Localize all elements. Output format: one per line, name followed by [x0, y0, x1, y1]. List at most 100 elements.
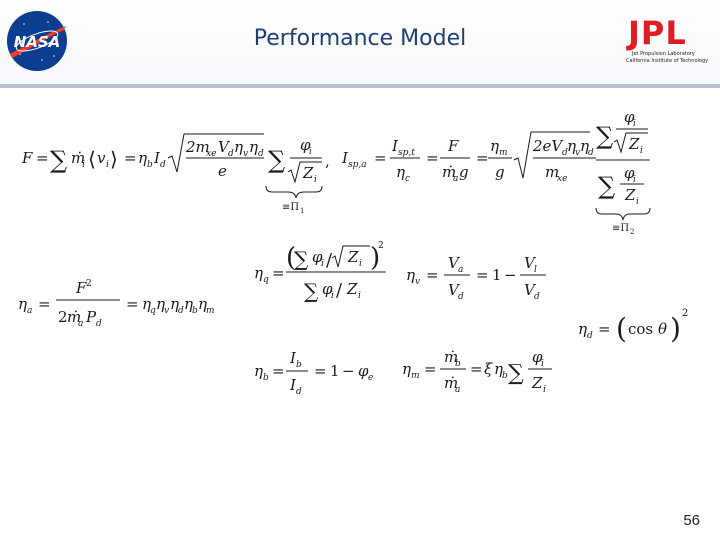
- svg-text:(: (: [616, 312, 627, 345]
- svg-text:=: =: [598, 320, 611, 338]
- svg-text:η: η: [142, 295, 151, 313]
- svg-text:Z: Z: [531, 374, 543, 392]
- header-divider: [0, 84, 720, 88]
- svg-text:η: η: [198, 295, 207, 313]
- svg-text:sp,t: sp,t: [398, 148, 415, 158]
- svg-text:m: m: [545, 163, 559, 181]
- svg-text:i: i: [331, 291, 334, 301]
- svg-text:1: 1: [492, 266, 502, 284]
- svg-text:q: q: [263, 275, 269, 285]
- svg-text:φ: φ: [300, 136, 311, 154]
- svg-text:=: =: [476, 149, 489, 167]
- svg-text:b: b: [263, 373, 269, 383]
- equation-specific-impulse: I sp,a = I sp,t η c = F ṁ a g = η m g 2e…: [341, 108, 651, 234]
- svg-text:=: =: [126, 295, 139, 313]
- svg-text:i: i: [640, 146, 643, 156]
- svg-text:i: i: [321, 259, 324, 269]
- svg-text:η: η: [402, 360, 411, 378]
- svg-text:/: /: [326, 250, 333, 271]
- svg-text:φ: φ: [322, 280, 333, 298]
- svg-text:2: 2: [630, 228, 634, 234]
- svg-text:i: i: [636, 197, 639, 207]
- svg-text:c: c: [405, 174, 410, 184]
- svg-text:d: d: [228, 149, 234, 159]
- svg-text:η: η: [578, 320, 587, 338]
- svg-text:I: I: [289, 349, 297, 367]
- jpl-logo-mark: JPL: [628, 14, 687, 52]
- svg-text:φ: φ: [624, 108, 635, 126]
- svg-text:d: d: [534, 292, 540, 302]
- svg-text:a: a: [458, 265, 463, 275]
- svg-text:d: d: [458, 292, 464, 302]
- svg-text:I: I: [289, 376, 297, 394]
- svg-text:d: d: [296, 387, 302, 397]
- page-number: 56: [683, 512, 700, 529]
- svg-text:l: l: [534, 265, 537, 275]
- svg-text:=: =: [426, 149, 439, 167]
- svg-text:η: η: [234, 138, 243, 156]
- svg-text:a: a: [453, 174, 458, 184]
- svg-text:η: η: [396, 163, 405, 181]
- svg-text:v: v: [97, 149, 106, 167]
- svg-text:I: I: [153, 149, 161, 167]
- svg-text:P: P: [85, 308, 97, 326]
- svg-text:F: F: [447, 137, 459, 155]
- svg-text:η: η: [254, 362, 263, 380]
- slide-title: Performance Model: [253, 26, 467, 51]
- svg-text:e: e: [368, 373, 373, 383]
- svg-text:d: d: [96, 319, 102, 329]
- svg-text:η: η: [156, 295, 165, 313]
- svg-text:η: η: [184, 295, 193, 313]
- svg-text:d: d: [160, 160, 166, 170]
- svg-text:=: =: [124, 149, 137, 167]
- equation-divergence: η d = ( cos θ ) 2: [578, 308, 688, 345]
- svg-text:v: v: [243, 149, 248, 159]
- svg-text:b: b: [502, 371, 508, 381]
- svg-text:ξ: ξ: [484, 360, 493, 378]
- svg-text:d: d: [562, 148, 568, 158]
- svg-text:≡Π: ≡Π: [282, 202, 299, 213]
- svg-text:η: η: [406, 266, 415, 284]
- svg-text:∑: ∑: [294, 247, 309, 271]
- svg-text:v: v: [415, 277, 420, 287]
- svg-text:θ: θ: [658, 320, 667, 338]
- svg-text:∑: ∑: [596, 122, 613, 150]
- svg-text:V: V: [524, 254, 537, 272]
- svg-text:2: 2: [682, 308, 688, 319]
- slide-header: [0, 0, 720, 84]
- svg-text:i: i: [106, 160, 109, 170]
- svg-text:a: a: [455, 385, 460, 395]
- svg-text:2: 2: [378, 241, 384, 251]
- svg-text:=: =: [476, 266, 489, 284]
- svg-text:η: η: [18, 295, 27, 313]
- svg-text:=: =: [426, 266, 439, 284]
- svg-text:b: b: [192, 306, 198, 316]
- svg-text:i: i: [314, 175, 317, 185]
- svg-text:i: i: [309, 147, 312, 157]
- svg-text:Z: Z: [346, 280, 358, 298]
- svg-text:1: 1: [300, 207, 304, 215]
- svg-text:d: d: [587, 331, 593, 341]
- jpl-logo-line2: California Institute of Technology: [626, 58, 709, 64]
- equation-current-utilization: η b = I b I d = 1 − φ e: [254, 349, 373, 397]
- svg-text:i: i: [543, 385, 546, 395]
- svg-text:η: η: [580, 137, 589, 155]
- equation-charge-utilization: η q = ( ∑ φ i / Z i ) 2 ∑ φ i / Z i: [254, 241, 386, 303]
- svg-text:η: η: [490, 137, 499, 155]
- svg-text:η: η: [138, 149, 147, 167]
- svg-text:⟩: ⟩: [110, 147, 118, 171]
- svg-text:η: η: [494, 360, 503, 378]
- svg-text:Z: Z: [628, 135, 640, 153]
- svg-text:): ): [370, 243, 380, 273]
- jpl-logo: JPL Jet Propulsion Laboratory California…: [612, 14, 716, 74]
- svg-text:V: V: [524, 281, 537, 299]
- svg-text:=: =: [424, 360, 437, 378]
- svg-text:i: i: [82, 160, 85, 170]
- svg-text:v: v: [164, 306, 169, 316]
- svg-text:=: =: [470, 360, 483, 378]
- svg-text:2m: 2m: [185, 138, 210, 156]
- svg-text:Z: Z: [347, 248, 359, 266]
- svg-text:i: i: [358, 291, 361, 301]
- svg-text:=: =: [272, 264, 285, 282]
- svg-text:ṁ: ṁ: [444, 348, 458, 366]
